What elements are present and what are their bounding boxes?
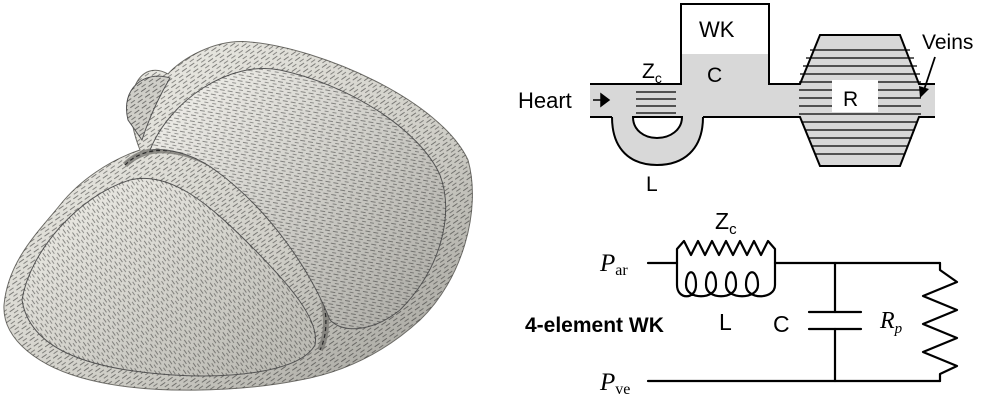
heart-ventricles-fiber-mesh-icon [4, 42, 473, 391]
rp-circuit-label: Rp [879, 308, 903, 337]
l-hydraulic-label: L [646, 173, 658, 196]
four-element-windkessel-circuit: Par Pve Zc L C Rp 4-element WK [525, 208, 957, 398]
wk-chamber-label: WK [699, 17, 735, 42]
l-inductor-symbol [677, 263, 775, 296]
p-ar-label: Par [599, 250, 628, 279]
zc-resistor-symbol [677, 241, 775, 263]
c-hydraulic-label: C [707, 64, 722, 87]
p-ve-label: Pve [599, 369, 630, 398]
c-circuit-label: C [773, 311, 790, 337]
l-circuit-label: L [719, 309, 732, 335]
rp-resistor-symbol [923, 263, 957, 381]
circuit-title: 4-element WK [525, 314, 664, 337]
windkessel-hydraulic-analogy: Heart Veins WK Zc C R L [518, 4, 973, 196]
zc-circuit-label: Zc [715, 208, 737, 238]
heart-label: Heart [518, 88, 572, 113]
veins-label: Veins [922, 31, 973, 54]
r-hydraulic-label: R [843, 88, 858, 111]
zc-hydraulic-label: Zc [642, 60, 662, 86]
